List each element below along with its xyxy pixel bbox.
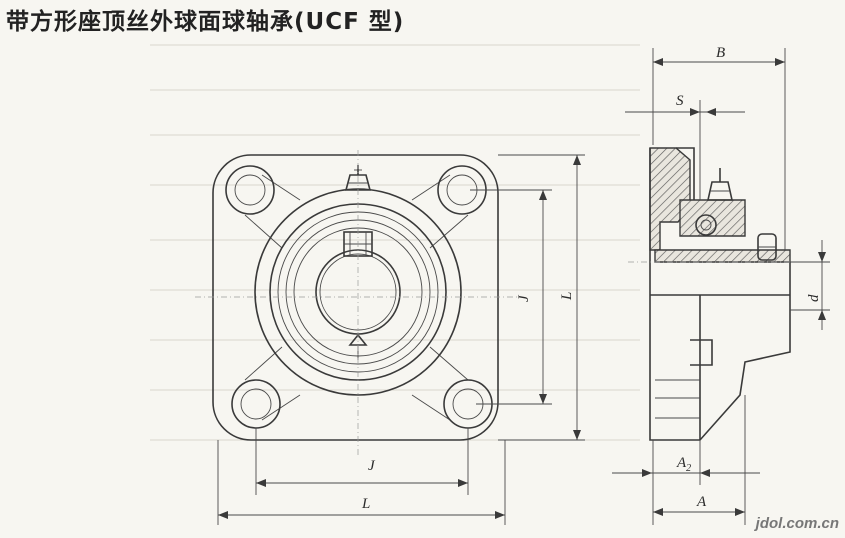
flange-outline [212, 154, 499, 441]
dim-L-vertical [498, 154, 585, 441]
dim-S [625, 100, 745, 200]
label-A2: A2 [676, 455, 691, 474]
label-L-vertical: L [559, 292, 575, 301]
label-J-horizontal: J [368, 458, 376, 474]
label-A: A [696, 494, 707, 510]
label-B: B [716, 45, 725, 61]
label-L-horizontal: L [361, 496, 370, 512]
front-view: J L J [195, 150, 585, 525]
dim-J-vertical [470, 189, 552, 405]
grease-nipple-side-icon [707, 168, 733, 201]
set-screw-side-icon [757, 233, 777, 261]
housing-outline [649, 148, 791, 441]
dim-B [652, 48, 786, 250]
dim-L-horizontal [217, 440, 506, 525]
bolt-hole-top-left [225, 165, 275, 215]
flange-section-upper [649, 147, 691, 251]
bolt-hole-bottom-left [231, 379, 281, 429]
label-S: S [676, 93, 684, 109]
dim-J-horizontal [255, 428, 469, 495]
background-ghost-lines [150, 44, 640, 441]
page-title: 带方形座顶丝外球面球轴承(UCF 型) [6, 9, 405, 35]
label-J-vertical: J [516, 294, 532, 302]
ball-icon [695, 214, 717, 236]
side-view: B S d [612, 45, 830, 525]
dim-A [652, 395, 746, 525]
watermark: jdol.com.cn [755, 515, 839, 532]
label-d: d [806, 294, 822, 302]
dim-d [790, 240, 830, 330]
dim-A2 [612, 440, 760, 485]
